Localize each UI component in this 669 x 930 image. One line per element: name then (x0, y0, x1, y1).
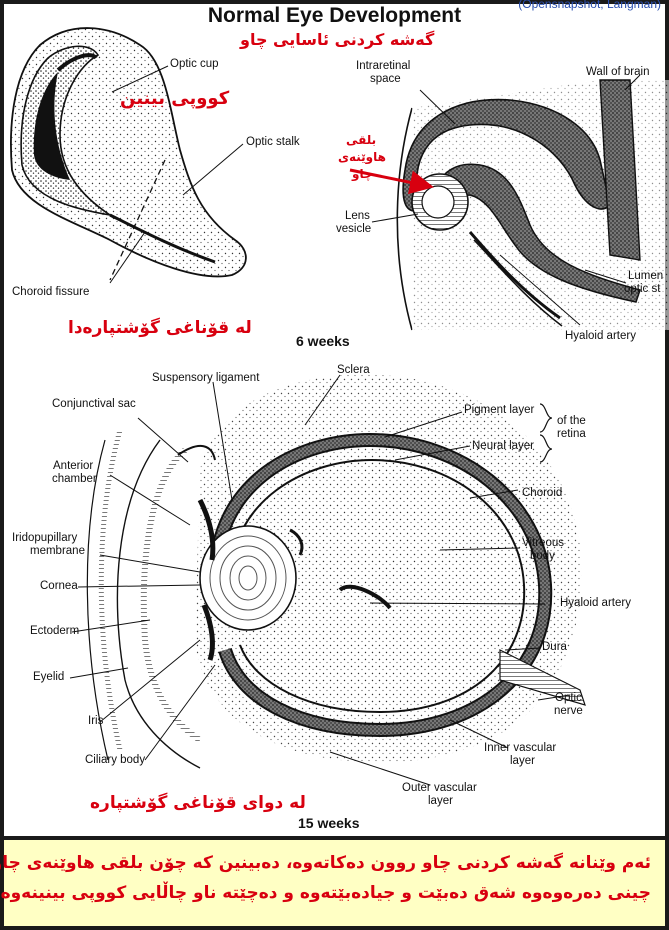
label-pigment-layer: Pigment layer (464, 404, 534, 417)
label-conjunctival-sac: Conjunctival sac (52, 398, 136, 411)
label-hyaloid-artery-6wk: Hyaloid artery (565, 330, 636, 343)
label-choroid: Choroid (522, 487, 562, 500)
label-sclera: Sclera (337, 364, 370, 377)
label-nerve: nerve (554, 705, 583, 718)
label-ciliary-body: Ciliary body (85, 754, 145, 767)
label-lens-vesicle-kurdish-2: هاوێنەی (338, 150, 386, 164)
label-iridopupillary: Iridopupillary (12, 532, 77, 545)
label-suspensory-ligament: Suspensory ligament (152, 372, 259, 385)
label-ectoderm: Ectoderm (30, 625, 79, 638)
label-retina: retina (557, 428, 586, 441)
label-vitreous: Vitreous (522, 537, 564, 550)
caption-box: ئەم وێنانە گەشە كردنی چاو روون دەكاتەوە،… (4, 836, 665, 926)
label-eyelid: Eyelid (33, 671, 64, 684)
label-optic-st: optic st (624, 283, 660, 296)
label-optic-cup-kurdish: كووپی بینین (120, 88, 229, 109)
caption-line-2: چینی دەرەوەوە شەق دەبێت و جیادەبێتەوە و … (18, 878, 651, 908)
label-wall-of-brain: Wall of brain (586, 66, 650, 79)
eye-15-weeks-illustration (70, 374, 585, 785)
label-body: body (530, 550, 555, 563)
lens-vesicle-section (350, 75, 669, 330)
label-iris: Iris (88, 715, 103, 728)
diagram-subtitle-kurdish: گەشە كردنی ئاسایی چاو (240, 30, 434, 49)
label-of-the: of the (557, 415, 586, 428)
label-15-weeks: 15 weeks (298, 815, 360, 831)
label-inner-vascular: Inner vascular (484, 742, 556, 755)
label-optic-cup: Optic cup (170, 58, 219, 71)
label-6-weeks: 6 weeks (296, 333, 350, 349)
label-membrane: membrane (30, 545, 85, 558)
label-space: space (370, 73, 401, 86)
label-cornea: Cornea (40, 580, 78, 593)
label-intraretinal: Intraretinal (356, 60, 410, 73)
label-embryo-stage-kurdish: لە قۆناغی گۆشتپارەدا (68, 318, 252, 338)
label-lumen: Lumen (628, 270, 663, 283)
label-post-embryo-stage-kurdish: لە دوای قۆناغی گۆشتپارە (90, 793, 306, 813)
label-neural-layer: Neural layer (472, 440, 534, 453)
label-optic-stalk: Optic stalk (246, 136, 300, 149)
caption-line-1: ئەم وێنانە گەشە كردنی چاو روون دەكاتەوە،… (18, 848, 651, 878)
label-lens-vesicle-kurdish-3: چاو (352, 167, 373, 181)
label-dura: Dura (542, 641, 567, 654)
label-hyaloid-artery-15wk: Hyaloid artery (560, 597, 631, 610)
label-inner-vascular-layer: layer (510, 755, 535, 768)
label-chamber: chamber (52, 473, 97, 486)
label-anterior: Anterior (53, 460, 93, 473)
label-lens-vesicle-kurdish-1: بلقی (346, 133, 376, 147)
label-vesicle: vesicle (336, 223, 371, 236)
label-lens: Lens (345, 210, 370, 223)
diagram-title: Normal Eye Development (0, 4, 669, 28)
label-optic: Optic (555, 692, 582, 705)
label-choroid-fissure: Choroid fissure (12, 286, 89, 299)
label-outer-vascular-layer: layer (428, 795, 453, 808)
label-outer-vascular: Outer vascular (402, 782, 477, 795)
